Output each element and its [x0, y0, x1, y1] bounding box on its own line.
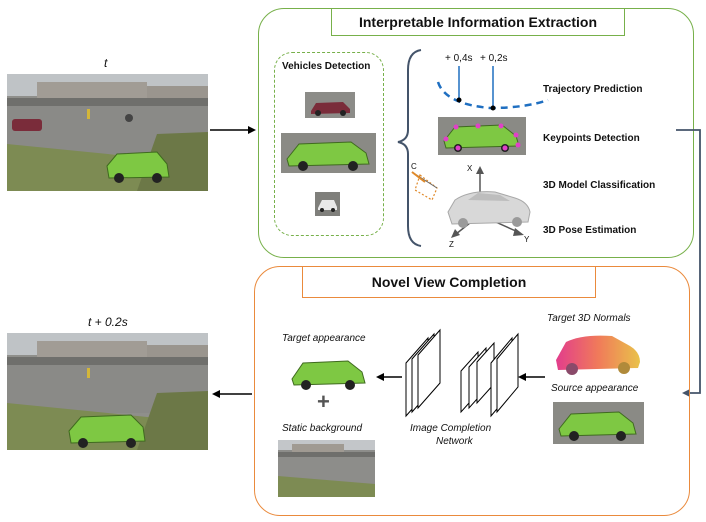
- output-time-label: t + 0.2s: [88, 315, 128, 329]
- keypoints-image: [438, 117, 526, 155]
- target-appearance-label: Target appearance: [282, 333, 366, 344]
- target-appearance-image: [288, 353, 372, 393]
- detected-vehicle-white: [315, 192, 340, 216]
- vehicles-detection-title: Vehicles Detection: [282, 61, 371, 72]
- static-background-label: Static background: [282, 423, 363, 434]
- axis-y-label: Y: [524, 235, 530, 244]
- extraction-title: Interpretable Information Extraction: [331, 8, 625, 36]
- task-keypoints-detection: Keypoints Detection: [543, 133, 640, 144]
- time-mark-02: + 0,2s: [480, 53, 508, 64]
- source-appearance-label: Source appearance: [551, 383, 639, 394]
- input-frame-van: [106, 151, 170, 183]
- vehicles-detection-box: [274, 52, 384, 236]
- axis-z-label: Z: [449, 240, 454, 249]
- network-label-line2: Network: [436, 436, 473, 447]
- input-frame-image: [7, 74, 208, 191]
- input-time-label: t: [104, 56, 108, 70]
- target-3d-normals-image: [552, 330, 642, 376]
- output-frame-van: [68, 414, 146, 448]
- network-label-line1: Image Completion: [410, 423, 492, 434]
- completion-title: Novel View Completion: [302, 266, 596, 298]
- output-frame-image: [7, 333, 208, 450]
- time-mark-04: + 0,4s: [445, 53, 473, 64]
- detected-vehicle-red: [305, 92, 355, 118]
- detected-vehicle-green: [281, 133, 376, 173]
- task-3d-pose-estimation: 3D Pose Estimation: [543, 225, 637, 236]
- plus-sign: +: [317, 389, 330, 414]
- static-background-image: [278, 440, 375, 497]
- axis-c-label: C: [411, 162, 417, 171]
- target-3d-normals-label: Target 3D Normals: [547, 313, 631, 324]
- task-trajectory-prediction: Trajectory Prediction: [543, 84, 643, 95]
- task-3d-model-classification: 3D Model Classification: [543, 180, 656, 191]
- axis-x-label: X: [467, 164, 473, 173]
- source-appearance-image: [553, 402, 644, 444]
